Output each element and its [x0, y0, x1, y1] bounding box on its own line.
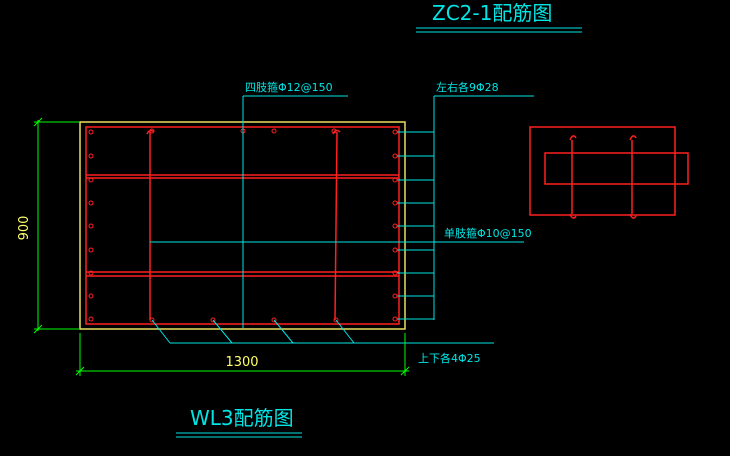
- rebar-dot: [392, 316, 398, 322]
- width-tick-left: [75, 366, 85, 376]
- stirrup-leg-right: [334, 131, 338, 321]
- height-tick-bottom: [33, 324, 43, 334]
- width-dimension: [75, 333, 410, 376]
- bottom-bars-leaders: [151, 319, 494, 344]
- rebar-dot: [392, 129, 398, 135]
- rebar-dot: [392, 223, 398, 229]
- rebar-dot: [149, 128, 155, 134]
- bottom-bar-leader: [335, 319, 355, 344]
- rebar-dot: [88, 316, 94, 322]
- height-dimension-text: 900: [17, 216, 32, 241]
- detail-hook-right-top: [629, 135, 637, 141]
- rebar-dot: [88, 223, 94, 229]
- rebar-dot: [88, 247, 94, 253]
- detail-inner-rect: [544, 152, 689, 185]
- rebar-dot: [88, 270, 94, 276]
- rebar-dot: [149, 317, 155, 323]
- rebar-dot: [88, 129, 94, 135]
- top-bottom-bars-label: 上下各4Φ25: [418, 351, 481, 365]
- side-bars-ticks: [397, 131, 434, 320]
- rebar-dot: [88, 153, 94, 159]
- height-dimension: [33, 117, 80, 334]
- detail-hook-right-bottom: [629, 213, 637, 219]
- rebar-dot: [331, 128, 337, 134]
- bottom-bar-leader: [212, 319, 233, 344]
- bottom-bar-leader: [273, 319, 294, 344]
- detail-hook-left-top: [569, 135, 577, 141]
- four-leg-stirrup-label: 四肢箍Φ12@150: [245, 80, 333, 94]
- rebar-dot: [88, 177, 94, 183]
- stirrup-detail: [529, 126, 689, 219]
- rebar-dot: [210, 317, 216, 323]
- detail-hook-left-bottom: [569, 213, 577, 219]
- height-tick-top: [33, 117, 43, 127]
- width-tick-right: [400, 366, 410, 376]
- rebar-dot: [392, 247, 398, 253]
- rebar-dot: [392, 153, 398, 159]
- rebar-dot: [88, 293, 94, 299]
- rebar-dot: [271, 128, 277, 134]
- width-dimension-text: 1300: [225, 355, 258, 370]
- rebar-dot: [392, 293, 398, 299]
- bottom-title: WL3配筋图: [190, 406, 294, 430]
- rebar-dot: [333, 317, 339, 323]
- detail-outer-rect: [529, 126, 676, 216]
- top-title: ZC2-1配筋图: [432, 1, 552, 25]
- rebar-dot: [392, 200, 398, 206]
- rebar-dot: [88, 200, 94, 206]
- bottom-bar-leader: [151, 319, 171, 344]
- single-leg-stirrup-label: 单肢箍Φ10@150: [444, 226, 532, 240]
- rebar-dot: [271, 317, 277, 323]
- side-bars-label: 左右各9Φ28: [436, 80, 499, 94]
